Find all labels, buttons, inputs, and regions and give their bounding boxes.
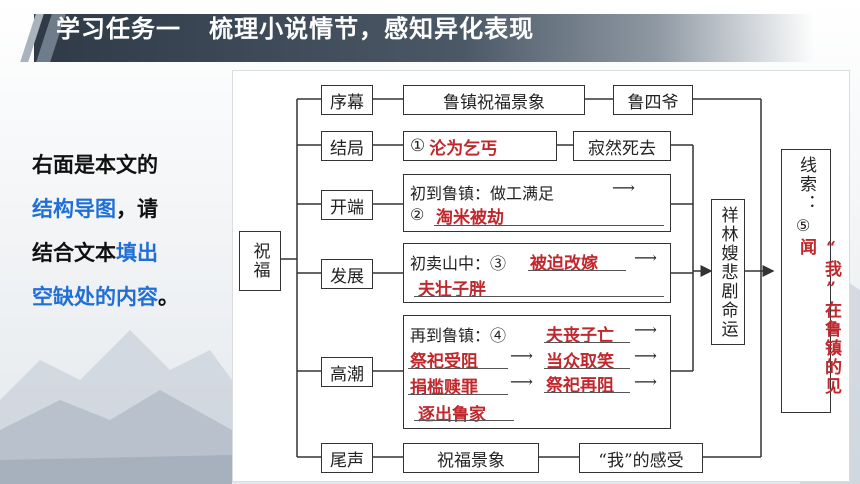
arrow-icon: ⟶: [612, 178, 635, 197]
ending-result-label: 寂然死去: [588, 138, 656, 159]
section-label: 序幕: [330, 92, 364, 113]
section-ending: 结局: [321, 131, 373, 161]
arrow-icon: ⟶: [634, 372, 657, 391]
section-beginning: 开端: [321, 190, 373, 220]
prologue-character-label: 鲁四爷: [627, 92, 679, 113]
answer-underline: [408, 394, 508, 395]
instruction-highlight: 空缺处的内容: [32, 285, 158, 309]
climax-answer: 捐槛赎罪: [410, 378, 478, 398]
page-title: 学习任务一 梳理小说情节，感知异化表现: [56, 15, 535, 43]
arrow-icon: ⟶: [634, 248, 657, 267]
instruction-part: 结合文本: [32, 241, 116, 265]
climax-answer: 祭祀受阻: [410, 352, 478, 372]
tragedy-label: 祥林嫂悲剧命运: [717, 205, 738, 339]
answer-underline: [528, 270, 626, 271]
development-answer: 被迫改嫁: [530, 254, 598, 274]
prologue-character: 鲁四爷: [613, 85, 693, 115]
instruction-highlight: 填出: [116, 241, 158, 265]
beginning-line: 初到鲁镇：做工满足: [410, 184, 555, 203]
development-line: 初卖山中：③: [410, 254, 507, 273]
climax-answer: 当众取笑: [546, 352, 614, 372]
instruction-part: 右面是本文的: [32, 153, 158, 177]
beginning-number: ②: [410, 205, 425, 224]
answer-underline: [414, 420, 514, 421]
clue-answer: “我”在鲁镇的见闻: [796, 238, 841, 396]
ending-answer: 沦为乞丐: [429, 138, 498, 159]
climax-answer: 逐出鲁家: [418, 405, 486, 425]
section-prologue: 序幕: [321, 85, 373, 115]
answer-underline: [408, 368, 508, 369]
ending-number: ①: [410, 136, 426, 156]
section-climax: 高潮: [321, 357, 373, 387]
section-label: 高潮: [330, 364, 364, 385]
climax-answer: 祭祀再阻: [546, 376, 614, 396]
answer-underline: [414, 296, 664, 297]
climax-line: 再到鲁镇：④: [410, 326, 507, 345]
section-epilogue: 尾声: [321, 443, 373, 473]
prologue-scene-label: 鲁镇祝福景象: [443, 92, 545, 113]
section-label: 发展: [330, 266, 364, 287]
epilogue-scene-label: 祝福景象: [437, 450, 505, 471]
instruction-part: 。: [158, 285, 179, 309]
beginning-box: 初到鲁镇：做工满足 ⟶ ② 淘米被劫: [403, 174, 671, 232]
epilogue-feeling: “我”的感受: [579, 443, 703, 473]
section-development: 发展: [321, 259, 373, 289]
title-bar: [20, 14, 814, 62]
development-answer: 夫壮子胖: [418, 280, 486, 300]
arrow-icon: ⟶: [510, 372, 533, 391]
structure-diagram: 祝福 序幕 结局 开端 发展 高潮 尾声 鲁镇祝福景象 鲁四爷 ① 沦为乞丐 寂…: [232, 70, 850, 482]
section-label: 结局: [330, 138, 364, 159]
arrow-icon: ⟶: [510, 346, 533, 365]
prologue-scene: 鲁镇祝福景象: [403, 85, 585, 115]
climax-box: 再到鲁镇：④ 夫丧子亡 ⟶ 祭祀受阻 ⟶ 当众取笑 ⟶ 捐槛赎罪 ⟶ 祭祀再阻 …: [403, 315, 671, 429]
epilogue-feeling-label: “我”的感受: [598, 450, 684, 471]
instruction-part: ，请: [116, 197, 158, 221]
root-label: 祝福: [249, 242, 270, 280]
epilogue-scene: 祝福景象: [403, 443, 539, 473]
answer-underline: [434, 225, 664, 226]
arrow-icon: ⟶: [634, 346, 657, 365]
clue-number: ⑤: [796, 216, 811, 235]
tragedy-box: 祥林嫂悲剧命运: [711, 199, 745, 345]
answer-underline: [544, 392, 630, 393]
ending-box: ① 沦为乞丐: [403, 131, 557, 161]
ending-result: 寂然死去: [573, 131, 671, 161]
section-label: 尾声: [330, 450, 364, 471]
arrow-icon: ⟶: [634, 320, 657, 339]
section-label: 开端: [330, 197, 364, 218]
answer-underline: [544, 368, 630, 369]
climax-answer: 夫丧子亡: [546, 326, 614, 346]
instruction-text: 右面是本文的 结构导图，请 结合文本填出 空缺处的内容。: [32, 143, 222, 319]
clue-box: 线索： ⑤ “我”在鲁镇的见闻: [781, 149, 841, 413]
diagram-connectors: [281, 98, 775, 458]
development-box: 初卖山中：③ 被迫改嫁 ⟶ 夫壮子胖: [403, 243, 671, 303]
root-node: 祝福: [239, 231, 281, 291]
instruction-highlight: 结构导图: [32, 197, 116, 221]
answer-underline: [544, 342, 630, 343]
clue-label: 线索：: [796, 156, 816, 213]
beginning-answer: 淘米被劫: [436, 208, 504, 228]
